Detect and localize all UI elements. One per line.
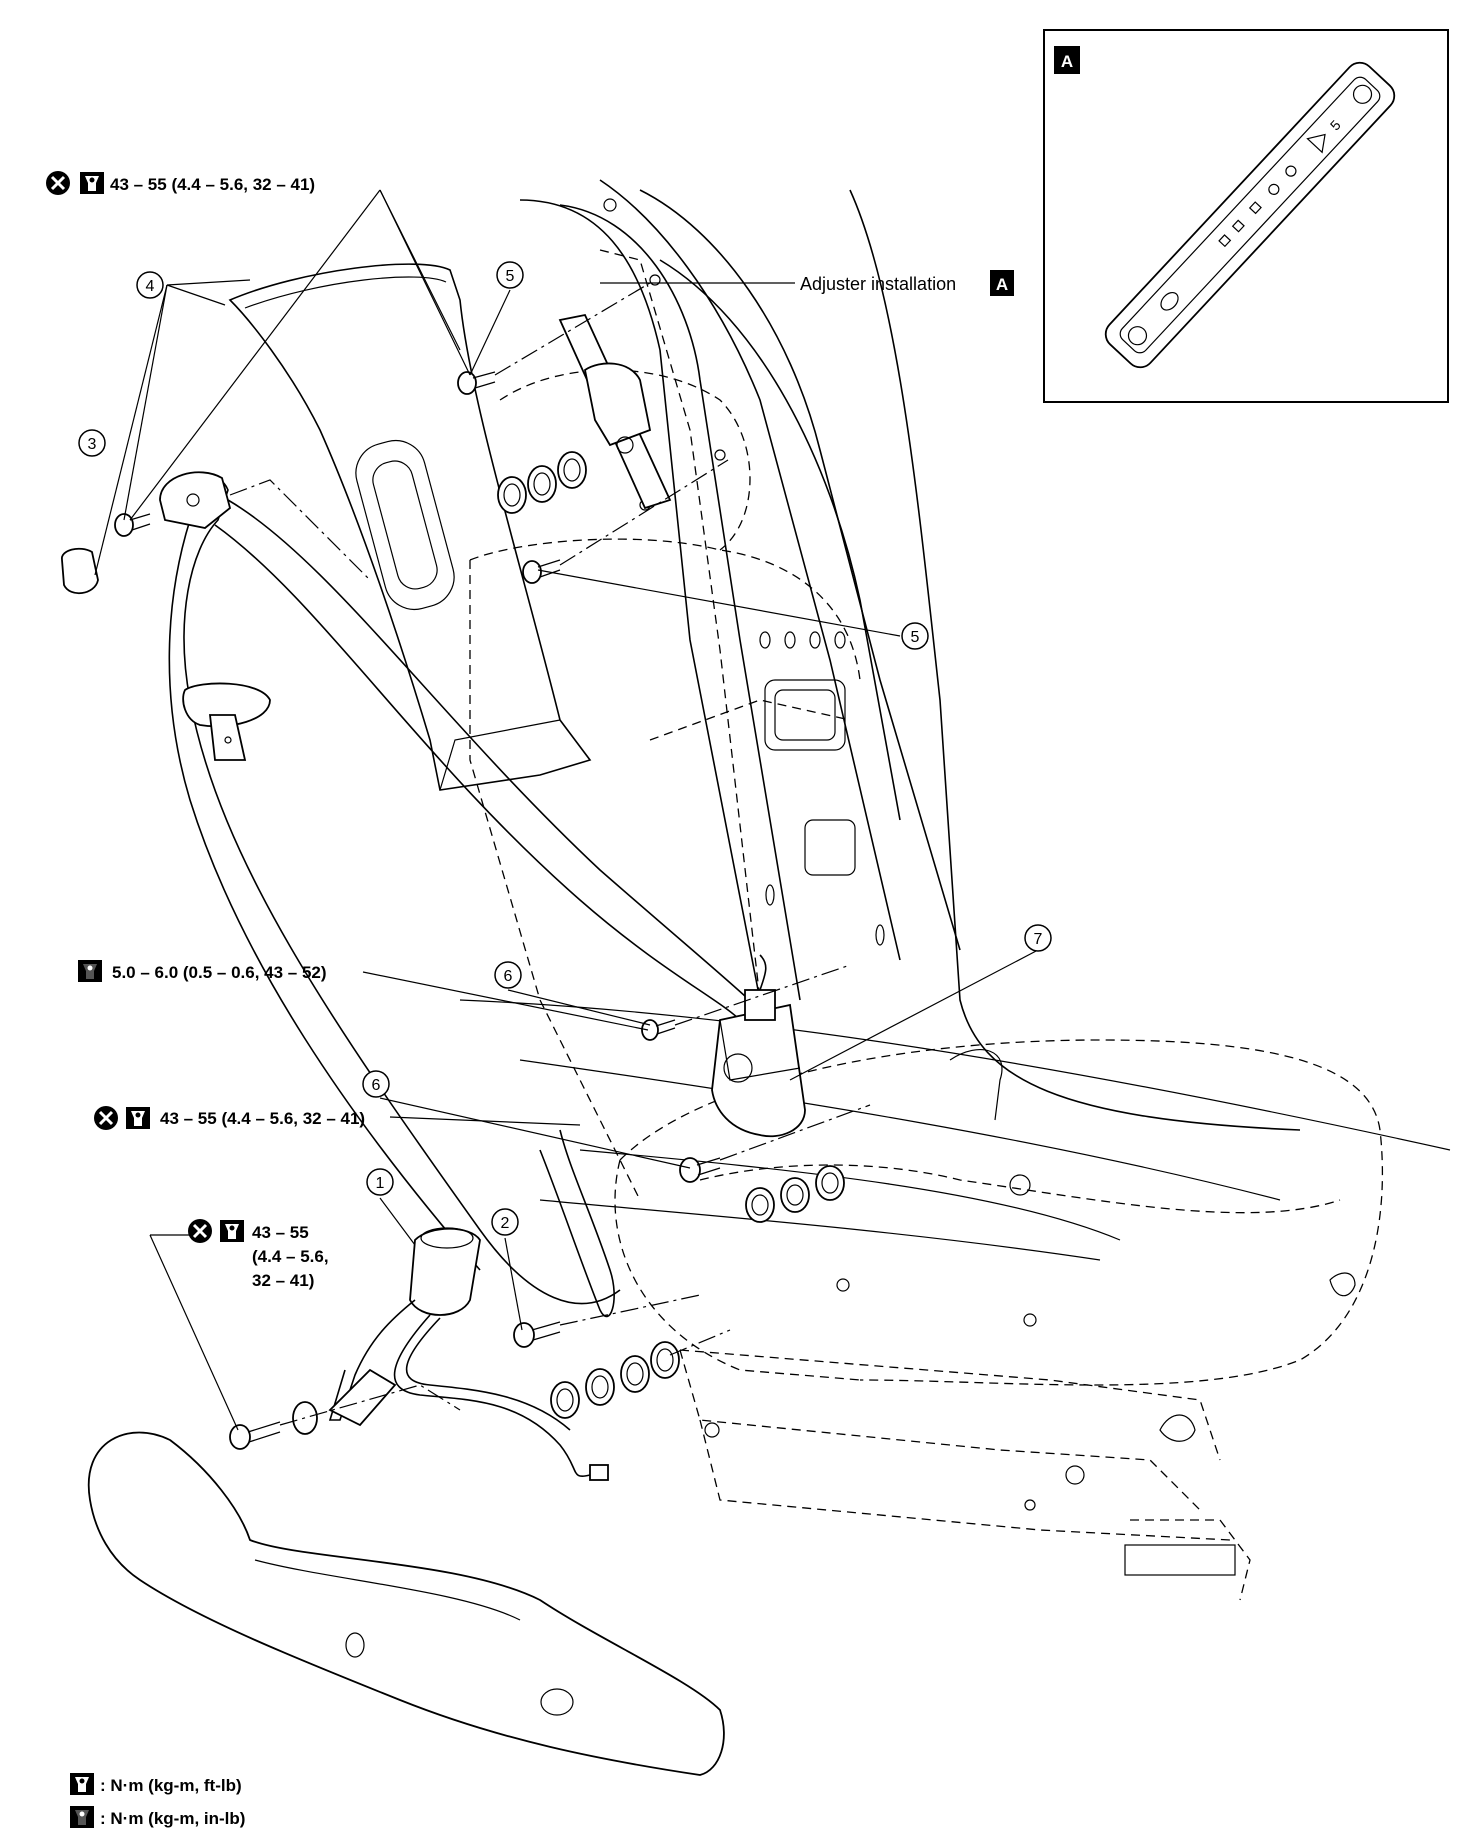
seat-side-cover	[87, 1431, 725, 1776]
svg-text:1: 1	[376, 1175, 385, 1192]
torque-spec-retractor-text: 5.0 – 6.0 (0.5 – 0.6, 43 – 52)	[112, 963, 327, 982]
retractor-7	[711, 954, 806, 1138]
callout-4: 4	[136, 271, 164, 299]
torque-wrench-icon	[70, 1773, 94, 1795]
bolts	[61, 371, 721, 1450]
washer-stack-bottom	[550, 1341, 680, 1419]
torque-wrench-icon	[126, 1107, 150, 1129]
callout-7: 7	[1024, 924, 1052, 952]
svg-text:5: 5	[911, 629, 920, 646]
torque-spec-retractor: 5.0 – 6.0 (0.5 – 0.6, 43 – 52)	[78, 960, 327, 982]
seat-outline	[614, 1039, 1384, 1601]
svg-text:4: 4	[146, 278, 155, 295]
assembly-lines	[229, 279, 871, 1426]
torque-spec-buckle-line2: (4.4 – 5.6,	[252, 1247, 329, 1266]
callout-6-upper: 6	[494, 961, 522, 989]
svg-text:2: 2	[501, 1215, 510, 1232]
svg-text:5: 5	[506, 268, 515, 285]
torque-spec-top: 43 – 55 (4.4 – 5.6, 32 – 41)	[44, 169, 315, 197]
vehicle-body	[459, 179, 1451, 1261]
svg-text:3: 3	[88, 436, 97, 453]
callout-2: 2	[491, 1208, 519, 1236]
torque-spec-buckle-line3: 32 – 41)	[252, 1271, 314, 1290]
callout-5-lower: 5	[901, 622, 929, 650]
leader-lines	[94, 189, 1039, 1431]
callout-5-upper: 5	[496, 261, 524, 289]
adjuster-inset: A 5	[1043, 29, 1449, 403]
callout-6-lower: 6	[362, 1070, 390, 1098]
torque-spec-buckle: 43 – 55 (4.4 – 5.6, 32 – 41)	[186, 1217, 329, 1290]
legend-ftlb: : N·m (kg-m, ft-lb)	[100, 1776, 242, 1795]
legend: : N·m (kg-m, ft-lb) : N·m (kg-m, in-lb)	[70, 1773, 245, 1828]
callout-3: 3	[78, 429, 106, 457]
washer-stack-upper	[497, 451, 587, 514]
buckle-1	[328, 1227, 609, 1481]
torque-spec-top-text: 43 – 55 (4.4 – 5.6, 32 – 41)	[110, 175, 315, 194]
svg-text:7: 7	[1034, 931, 1043, 948]
do-not-reuse-icon	[186, 1217, 214, 1245]
torque-spec-mid: 43 – 55 (4.4 – 5.6, 32 – 41)	[92, 1104, 365, 1132]
torque-spec-buckle-line1: 43 – 55	[252, 1223, 309, 1242]
torque-wrench-icon	[220, 1220, 244, 1242]
do-not-reuse-icon	[44, 169, 72, 197]
torque-wrench-solid-icon	[70, 1806, 94, 1828]
pillar-trim-4	[228, 263, 592, 791]
height-adjuster	[558, 313, 672, 510]
adjuster-callout: Adjuster installation A	[600, 270, 1014, 296]
adjuster-label: Adjuster installation	[800, 274, 956, 294]
belt-webbing	[159, 471, 761, 1318]
inset-tag: A	[1061, 52, 1073, 71]
svg-text:6: 6	[504, 968, 513, 985]
do-not-reuse-icon	[92, 1104, 120, 1132]
torque-spec-mid-text: 43 – 55 (4.4 – 5.6, 32 – 41)	[160, 1109, 365, 1128]
adjuster-tag: A	[996, 275, 1008, 294]
legend-inlb: : N·m (kg-m, in-lb)	[100, 1809, 245, 1828]
callout-1: 1	[366, 1168, 394, 1196]
callout-numbers: 1 2 3 4 5 5 6 6 7	[78, 261, 1052, 1236]
torque-wrench-icon	[80, 172, 104, 194]
torque-wrench-solid-icon	[78, 960, 102, 982]
svg-text:6: 6	[372, 1077, 381, 1094]
washer-stack-lower	[745, 1165, 845, 1223]
